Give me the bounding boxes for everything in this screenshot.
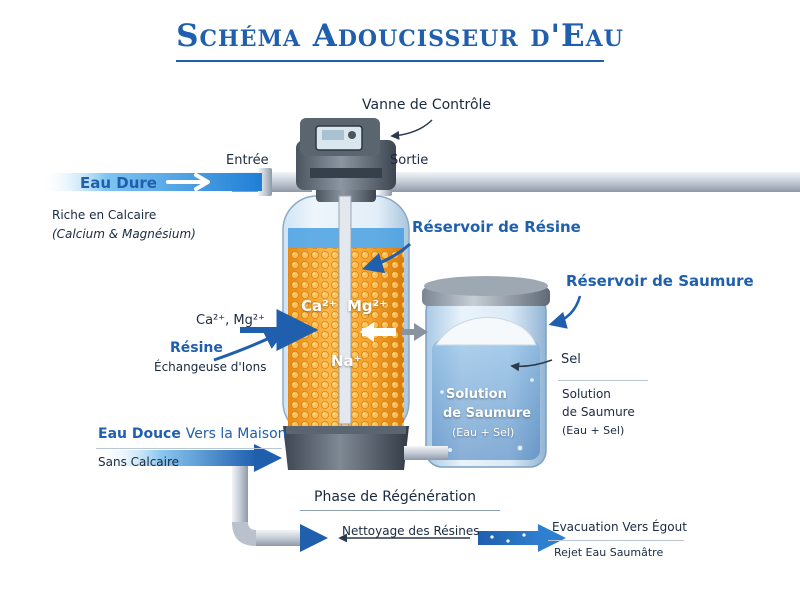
salt-callout [510, 359, 553, 372]
distributor-tube [338, 195, 352, 425]
salt-pile [435, 317, 537, 346]
exchange-arrow-left-head [360, 322, 374, 342]
outlet-label: Sortie [390, 153, 429, 168]
ions-in-label: Ca²⁺, Mg²⁺ [196, 313, 265, 328]
drain-sparkle [506, 539, 510, 543]
brine-bubble [517, 445, 523, 451]
title-underline [176, 60, 604, 62]
control-valve-knob [348, 131, 356, 139]
resin-desc-label: Échangeuse d'Ions [154, 360, 267, 374]
brine-connection-pipe [404, 446, 448, 460]
brine-desc-divider [558, 380, 648, 381]
drain-pipe-vertical [232, 466, 248, 524]
page-title: Schéma Adoucisseur d'Eau [176, 18, 624, 54]
regeneration-divider [300, 510, 500, 511]
drain-sparkle [522, 533, 526, 537]
hard-water-flow [40, 173, 262, 191]
control-valve-skirt [310, 168, 382, 178]
inlet-label: Entrée [226, 153, 269, 168]
soft-water-arrow-head [254, 444, 282, 472]
resin-tank-label: Réservoir de Résine [412, 218, 581, 236]
tank-mg-label: Mg²⁺ [347, 297, 388, 315]
brine-tank-callout [548, 295, 582, 329]
drain-flow-head [538, 524, 566, 552]
soft-water-flow [96, 450, 256, 466]
drain-pipe-horizontal [256, 530, 302, 546]
brine-bubble [440, 390, 444, 394]
outlet-pipe [378, 172, 800, 192]
drain-arrow-head [300, 524, 328, 552]
soft-water-divider [96, 448, 282, 449]
brine-lid-top [424, 276, 548, 296]
hard-water-arrow [166, 173, 210, 191]
tank-ca-label: Ca²⁺ [301, 297, 337, 315]
regeneration-label: Phase de Régénération [314, 489, 477, 505]
soft-water-desc: Sans Calcaire [98, 455, 180, 469]
resin-cleaning-label: Nettoyage des Résines [342, 524, 480, 538]
hard-water-label: Eau Dure [80, 174, 157, 192]
drain-flow [478, 531, 540, 545]
salt-label: Sel [561, 352, 581, 367]
resin-callout [213, 330, 286, 362]
resin-tank-base [283, 426, 409, 470]
resin-tank-callout [361, 242, 411, 274]
brine-to-resin-arrow-head [414, 323, 428, 341]
tank-na-label: Na⁺ [331, 352, 362, 370]
resin-label: Résine [170, 340, 223, 356]
drain-sparkle [490, 535, 494, 539]
brine-bubble [448, 448, 452, 452]
brine-bubble [530, 378, 534, 382]
control-valve-callout [390, 119, 433, 140]
brine-solution-line-2: de Saumure [562, 405, 635, 419]
hard-water-desc-1: Riche en Calcaire [52, 208, 157, 222]
brine-solution-line-3: (Eau + Sel) [562, 424, 625, 437]
drain-label: Evacuation Vers Égout [552, 520, 687, 534]
hard-water-desc-2: (Calcium & Magnésium) [52, 227, 196, 241]
in-tank-solution-3: (Eau + Sel) [452, 426, 515, 439]
in-tank-solution-1: Solution [446, 387, 507, 402]
soft-water-label-rest: Vers la Maison [185, 426, 287, 442]
brine-tank-label: Réservoir de Saumure [566, 272, 754, 290]
control-valve-label: Vanne de Contrôle [362, 97, 492, 113]
resin-tank-base-rim [286, 426, 406, 434]
brine-reject-label: Rejet Eau Saumâtre [554, 546, 664, 559]
soft-water-label-bold: Eau Douce [98, 426, 181, 442]
in-tank-solution-2: de Saumure [443, 406, 532, 421]
brine-solution-line-1: Solution [562, 387, 611, 401]
soft-water-label: Eau Douce Vers la Maison [98, 426, 287, 442]
control-valve-screen [322, 130, 344, 140]
drain-divider [548, 540, 684, 541]
